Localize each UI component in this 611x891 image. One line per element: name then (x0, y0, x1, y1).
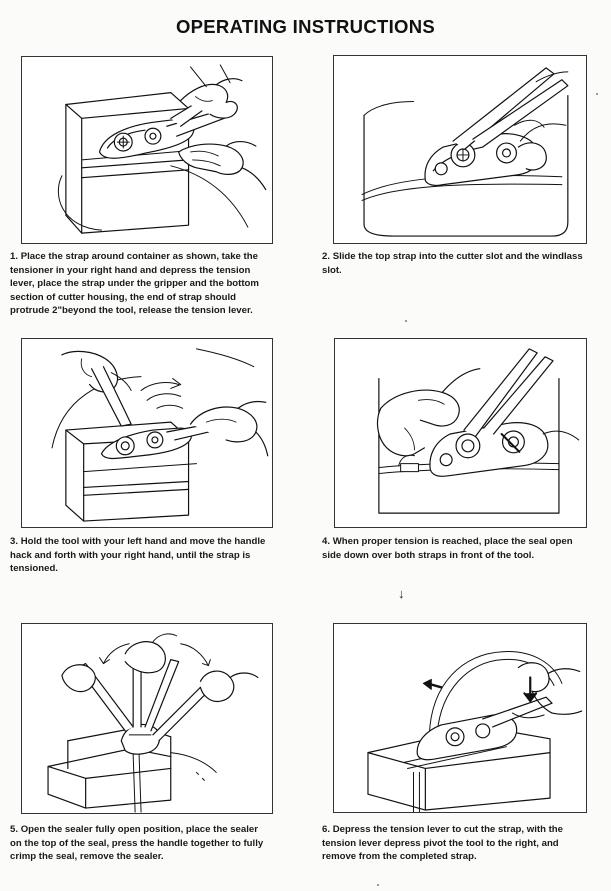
step-3-number: 3. (10, 536, 19, 547)
scan-speck (596, 93, 598, 95)
scan-speck (405, 320, 407, 322)
step-5-caption: 5. Open the sealer fully open position, … (10, 823, 272, 864)
scan-speck (377, 884, 379, 886)
step-1-number: 1. (10, 251, 19, 262)
step-5-illustration (21, 623, 273, 814)
step-4-text: When proper tension is reached, place th… (322, 536, 573, 561)
step-3-caption: 3. Hold the tool with your left hand and… (10, 535, 272, 576)
step-2-number: 2. (322, 251, 331, 262)
step-6-text: Depress the tension lever to cut the str… (322, 824, 563, 863)
step-6-caption: 6. Depress the tension lever to cut the … (322, 823, 594, 864)
step-1-illustration (21, 56, 273, 244)
step-5-text: Open the sealer fully open position, pla… (10, 824, 264, 863)
step-5-number: 5. (10, 824, 19, 835)
step-1-caption: 1. Place the strap around container as s… (10, 250, 272, 318)
step-4-caption: 4. When proper tension is reached, place… (322, 535, 594, 562)
step-2-illustration (333, 55, 587, 244)
step-2-caption: 2. Slide the top strap into the cutter s… (322, 250, 592, 277)
page-title: OPERATING INSTRUCTIONS (175, 16, 436, 37)
step-4-illustration (334, 338, 587, 528)
step-6-illustration (333, 623, 587, 813)
arrow-down-icon: ↓ (398, 586, 405, 601)
step-3-text: Hold the tool with your left hand and mo… (10, 536, 266, 575)
step-4-number: 4. (322, 536, 331, 547)
step-1-text: Place the strap around container as show… (10, 251, 259, 317)
step-2-text: Slide the top strap into the cutter slot… (322, 251, 583, 276)
step-3-illustration (21, 338, 273, 528)
step-6-number: 6. (322, 824, 331, 835)
